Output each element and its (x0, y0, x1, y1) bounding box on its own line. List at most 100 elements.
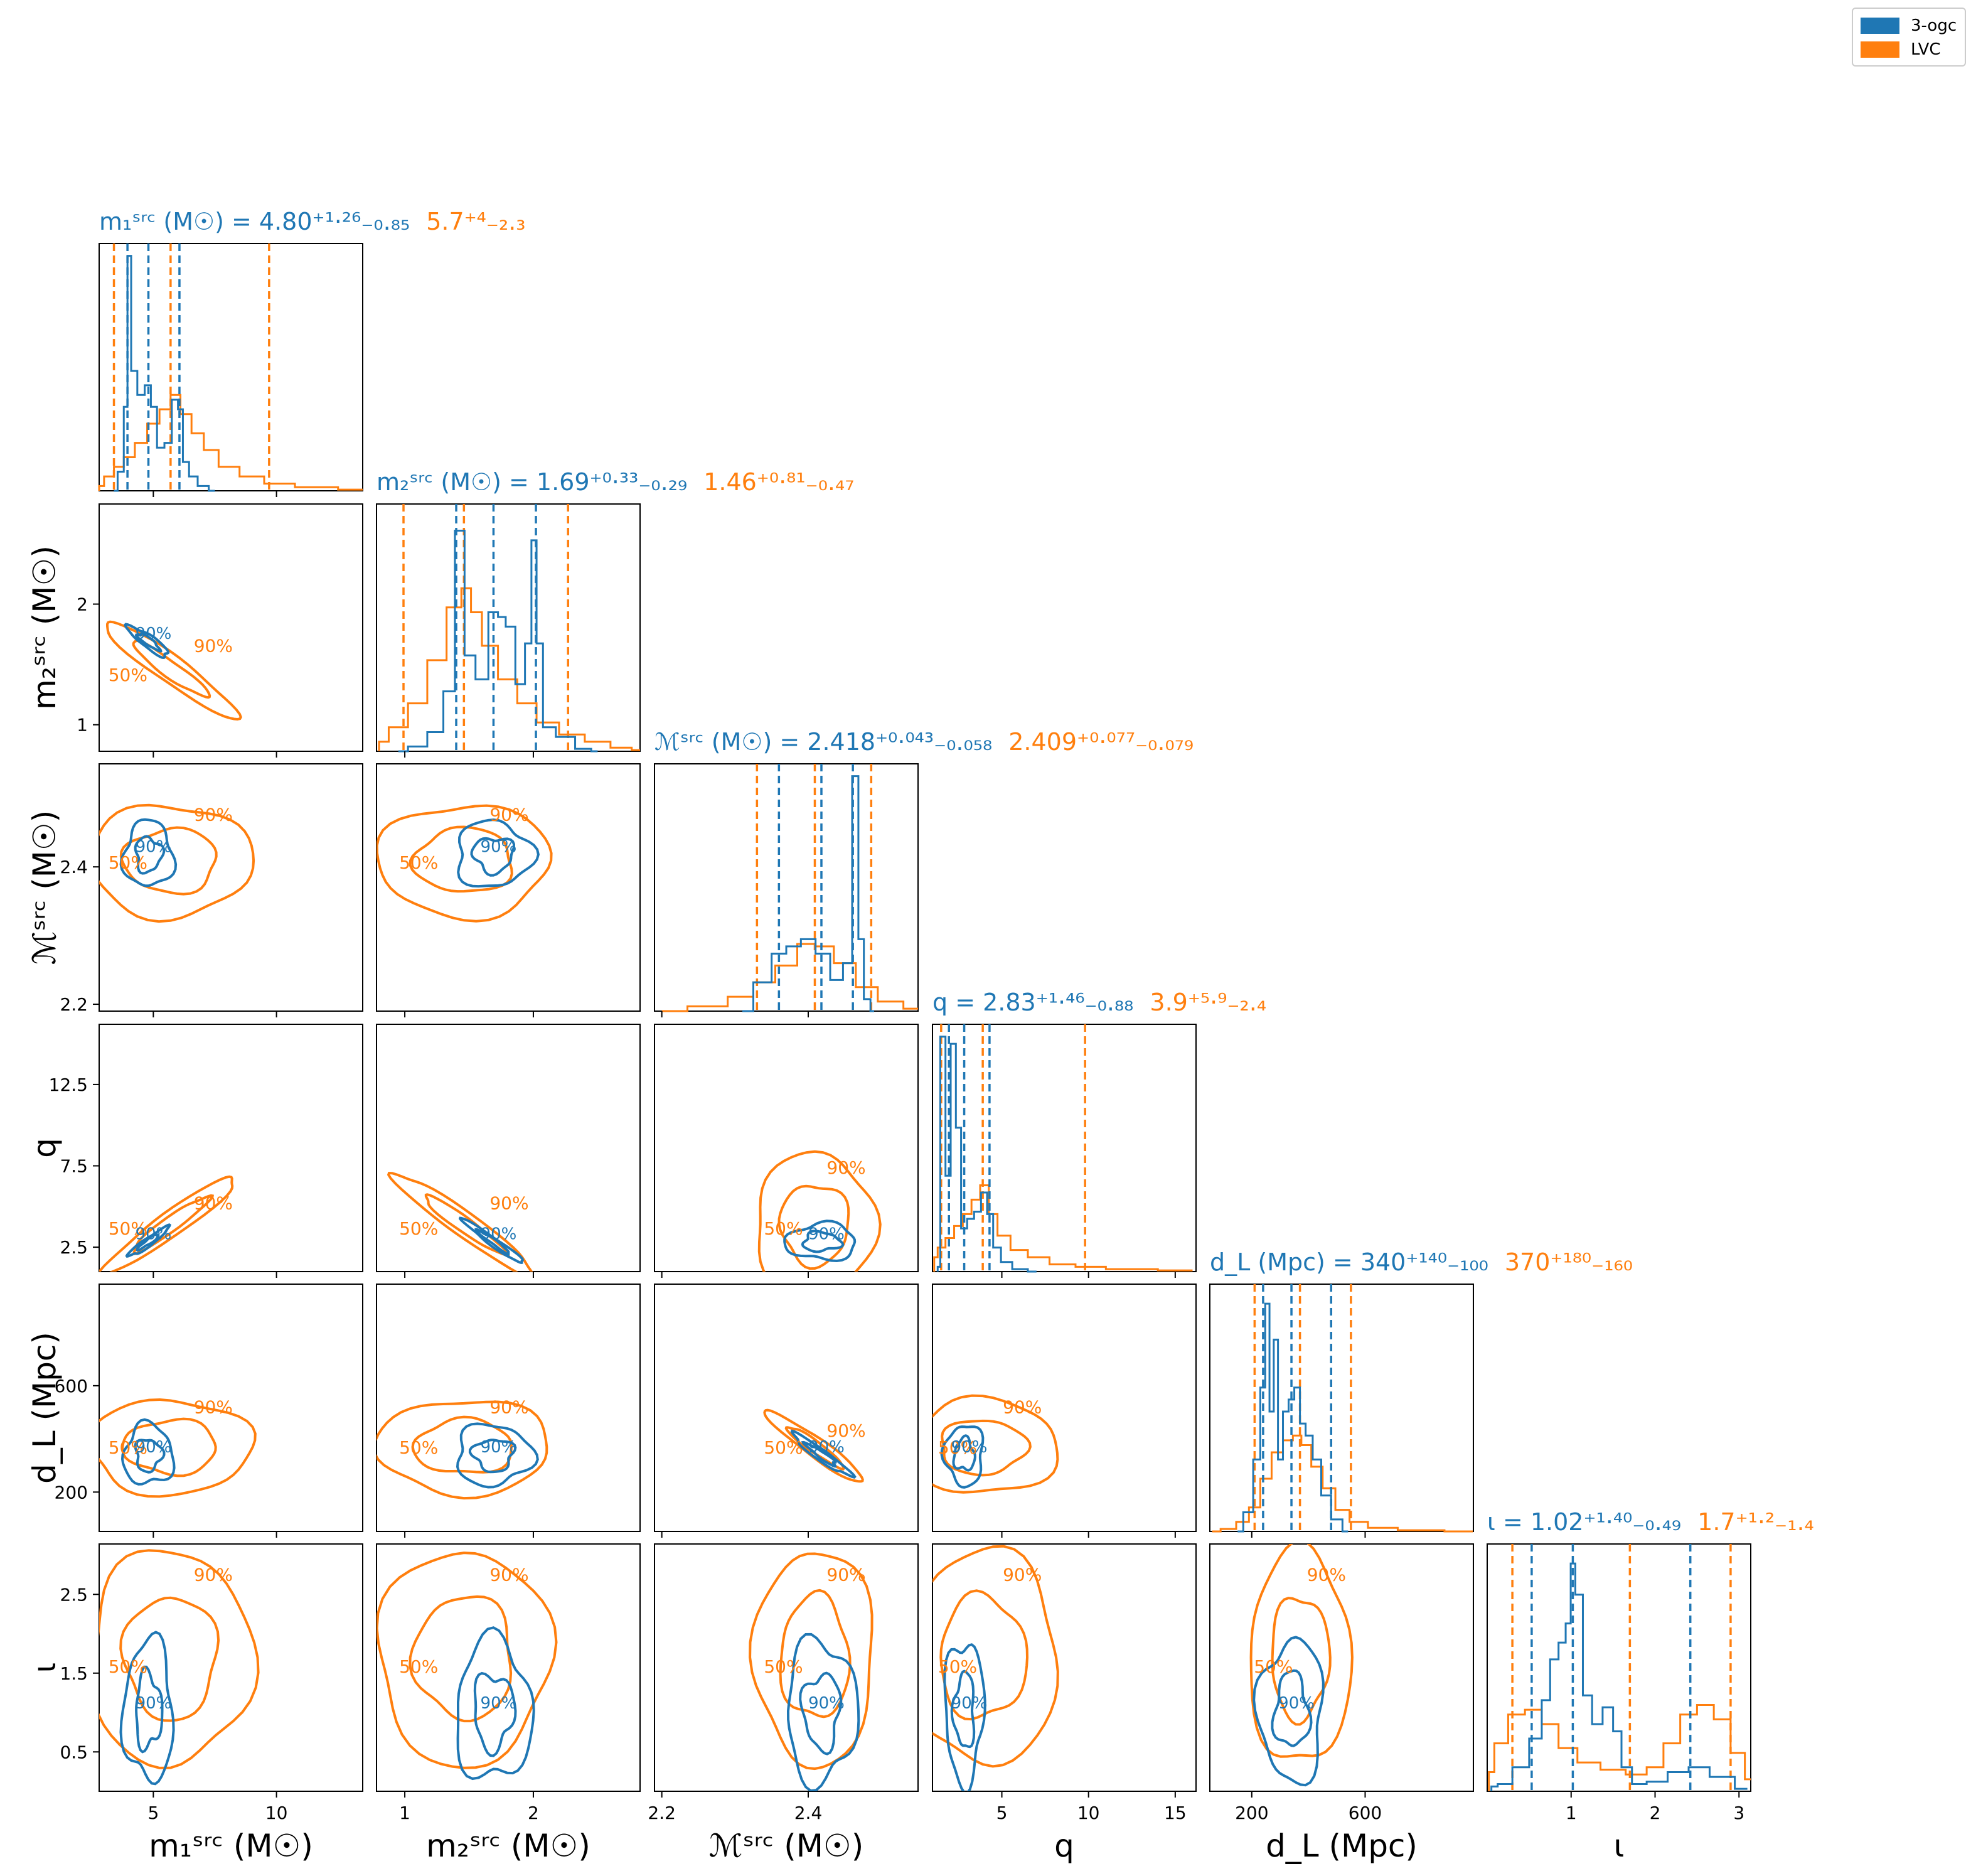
hist-line-ogc-dl (1237, 1302, 1349, 1533)
ogc-50-contour-m2-q (474, 1228, 510, 1256)
hist-line-ogc-m2 (398, 530, 598, 753)
contour-panel-q-dl (932, 1284, 1197, 1532)
y-axis-label-m2: m₂ˢʳᶜ (M☉) (26, 545, 63, 710)
lvc-90-contour-m2-iota (377, 1552, 558, 1769)
x-tick-label-q-1: 10 (1077, 1803, 1100, 1823)
contour-label-ogc-90-m1-m2: 90% (136, 624, 172, 643)
contours-m1-mc (99, 803, 255, 923)
x-tick-label-iota-2: 3 (1733, 1803, 1744, 1823)
contour-label-ogc-90-m2-q: 90% (481, 1225, 517, 1244)
ogc-50-contour-m1-mc (134, 835, 166, 875)
lvc-90-contour-m1-m2 (106, 620, 243, 721)
contour-label-ogc-90-m2-mc: 90% (481, 837, 517, 856)
contour-label-ogc-90-mc-q: 90% (808, 1225, 845, 1244)
hist-line-ogc-iota (1490, 1562, 1748, 1791)
lvc-90-contour-dl-iota (1249, 1544, 1354, 1758)
contour-panel-m1-q (99, 1024, 363, 1272)
x-tick-label-m2-0: 1 (399, 1803, 410, 1823)
x-axis-label-m1: m₁ˢʳᶜ (M☉) (149, 1828, 313, 1864)
ogc-50-contour-m2-iota (473, 1671, 517, 1757)
histogram-m1 (98, 243, 363, 492)
contours-m1-m2 (106, 620, 243, 721)
ogc-90-contour-m1-dl (120, 1418, 176, 1486)
title-ogc-mc: ℳˢʳᶜ (M☉) = 2.418⁺⁰·⁰⁴³₋₀.₀₅₈ (654, 728, 992, 756)
histogram-mc (654, 763, 919, 1012)
y-axis-label-iota: ι (26, 1663, 63, 1673)
contour-label-lvc-50-m2-iota: 50% (399, 1656, 438, 1677)
hist-line-lvc-dl (1212, 1434, 1473, 1533)
ogc-90-contour-mc-iota (786, 1632, 860, 1791)
contour-label-lvc-50-dl-iota: 50% (1254, 1656, 1293, 1677)
legend-label-lvc: LVC (1911, 40, 1941, 59)
ogc-50-contour-dl-iota (1271, 1669, 1313, 1747)
contour-label-lvc-90-m1-iota: 90% (194, 1564, 233, 1585)
y-tick-label-mc-0: 2.2 (60, 994, 88, 1015)
contour-label-lvc-90-mc-iota: 90% (826, 1564, 865, 1585)
hist-line-lvc-iota (1488, 1703, 1751, 1791)
panel-frame-q (932, 1024, 1197, 1272)
contour-label-ogc-90-mc-iota: 90% (808, 1694, 845, 1713)
contour-label-lvc-90-m2-mc: 90% (489, 804, 528, 825)
lvc-50-contour-m2-iota (409, 1595, 513, 1723)
y-tick-label-dl-0: 200 (55, 1482, 88, 1503)
ogc-90-contour-m2-mc (457, 818, 540, 888)
contour-panel-m2-q (376, 1024, 641, 1272)
panel-frame-mc (654, 763, 919, 1012)
lvc-90-contour-mc-iota (749, 1552, 873, 1771)
ogc-50-contour-q-iota (950, 1670, 976, 1749)
contour-label-ogc-90-m1-mc: 90% (136, 837, 172, 856)
x-tick-label-q-2: 15 (1164, 1803, 1187, 1823)
contours-m2-dl (377, 1400, 548, 1500)
x-tick-label-m1-0: 5 (147, 1803, 159, 1823)
panel-frame-iota (1487, 1543, 1751, 1792)
ogc-50-contour-mc-dl (801, 1440, 837, 1468)
contour-panel-m1-m2 (99, 503, 363, 752)
contour-label-lvc-90-q-dl: 90% (1003, 1396, 1042, 1417)
ogc-50-contour-m1-iota (135, 1665, 164, 1754)
contour-label-lvc-90-q-iota: 90% (1003, 1564, 1042, 1585)
contour-label-lvc-90-m2-iota: 90% (489, 1564, 528, 1585)
lvc-50-contour-q-iota (939, 1589, 1029, 1721)
legend-swatch-ogc (1861, 18, 1899, 34)
lvc-50-contour-m1-m2 (132, 639, 211, 699)
title-lvc-iota: 1.7⁺¹·²₋₁.₄ (1697, 1508, 1814, 1536)
panel-frame-m1-q (99, 1024, 363, 1272)
ogc-50-contour-m2-dl (468, 1439, 517, 1474)
panel-frame-mc-dl (654, 1284, 919, 1532)
contour-panel-m1-dl (99, 1284, 363, 1532)
title-lvc-q: 3.9⁺⁵·⁹₋₂.₄ (1150, 989, 1266, 1016)
contours-mc-dl (763, 1408, 864, 1483)
lvc-50-contour-m1-dl (121, 1417, 217, 1477)
title-ogc-m2: m₂ˢʳᶜ (M☉) = 1.69⁺⁰·³³₋₀.₂₉ (377, 468, 687, 496)
panel-frame-m1-iota (99, 1543, 363, 1792)
x-tick-label-mc-1: 2.4 (794, 1803, 823, 1823)
contour-label-ogc-90-m1-q: 90% (136, 1225, 172, 1244)
lvc-90-contour-m1-iota (99, 1549, 260, 1769)
contour-label-lvc-50-mc-iota: 50% (764, 1656, 803, 1677)
contour-panel-mc-q (654, 1024, 919, 1272)
y-tick-label-dl-1: 600 (55, 1376, 88, 1396)
title-lvc-dl: 370⁺¹⁸⁰₋₁₆₀ (1505, 1248, 1633, 1276)
title-lvc-m1: 5.7⁺⁴₋₂.₃ (426, 208, 525, 235)
x-axis-label-iota: ι (1614, 1828, 1625, 1864)
contour-panel-mc-iota (654, 1543, 919, 1792)
panel-frame-m1-mc (99, 763, 363, 1012)
y-tick-label-mc-1: 2.4 (60, 857, 88, 877)
contour-label-lvc-90-m1-m2: 90% (194, 636, 233, 657)
ogc-90-contour-m1-m2 (124, 623, 170, 660)
hist-line-lvc-m2 (378, 587, 640, 751)
lvc-50-contour-m1-iota (119, 1596, 220, 1722)
hist-line-lvc-q (933, 1184, 1193, 1272)
lvc-90-contour-m2-q (387, 1171, 533, 1272)
contour-panel-m2-mc (376, 763, 641, 1012)
ogc-90-contour-mc-dl (790, 1429, 857, 1479)
ogc-90-contour-dl-iota (1253, 1636, 1325, 1787)
y-tick-label-q-0: 2.5 (60, 1237, 88, 1258)
contour-panel-m1-mc (99, 763, 363, 1012)
contour-label-lvc-50-m1-q: 50% (109, 1218, 147, 1239)
contour-panel-mc-dl (654, 1284, 919, 1532)
x-axis-label-mc: ℳˢʳᶜ (M☉) (709, 1828, 863, 1864)
hist-line-ogc-q (936, 1036, 1037, 1273)
x-tick-label-m1-1: 10 (265, 1803, 288, 1823)
title-ogc-m1: m₁ˢʳᶜ (M☉) = 4.80⁺¹·²⁶₋₀.₈₅ (99, 208, 410, 235)
